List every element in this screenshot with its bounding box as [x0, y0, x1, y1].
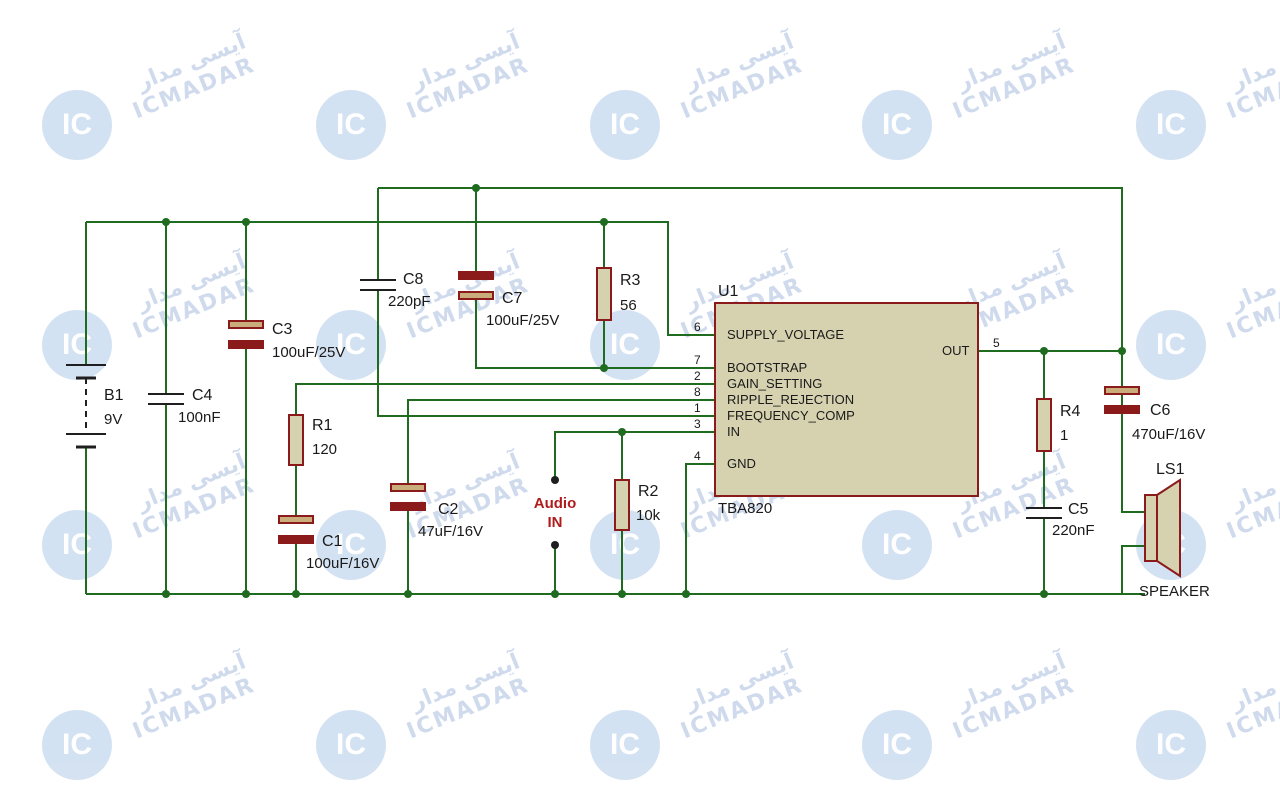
junction-dot [242, 218, 250, 226]
ic-part: TBA820 [718, 500, 772, 517]
c2-ref: C2 [438, 501, 459, 518]
c3-value: 100uF/25V [272, 344, 345, 361]
c3-ref: C3 [272, 321, 293, 338]
pin-num-gain: 2 [694, 369, 701, 383]
r4-ref: R4 [1060, 403, 1081, 420]
c6-value: 470uF/16V [1132, 426, 1205, 443]
pin-num-freq: 1 [694, 401, 701, 415]
junction-dot [472, 184, 480, 192]
pin-num-bootstrap: 7 [694, 353, 701, 367]
junctions [162, 184, 1126, 598]
c4-value: 100nF [178, 409, 221, 426]
schematic: B1 9V C4 100nF C3 100uF/25V C8 220pF C7 … [66, 184, 1210, 600]
pin-name-ripple: RIPPLE_REJECTION [727, 392, 854, 407]
c5-ref: C5 [1068, 501, 1089, 518]
resistor-r3 [596, 267, 612, 321]
junction-dot [1118, 347, 1126, 355]
audio-in-label-line2: IN [548, 514, 563, 531]
capacitor-c7 [458, 271, 494, 300]
junction-dot [618, 590, 626, 598]
resistor-r1 [288, 414, 304, 466]
capacitor-c1 [278, 515, 314, 544]
r1-ref: R1 [312, 417, 333, 434]
junction-dot [162, 218, 170, 226]
r4-value: 1 [1060, 427, 1068, 444]
ls1-value: SPEAKER [1139, 583, 1210, 600]
r2-value: 10k [636, 507, 661, 524]
c6-ref: C6 [1150, 402, 1171, 419]
ic-pins: 6 SUPPLY_VOLTAGE 7 BOOTSTRAP 2 GAIN_SETT… [694, 320, 1000, 471]
capacitor-c5 [1026, 507, 1062, 519]
capacitor-c8 [360, 279, 396, 291]
junction-dot [618, 428, 626, 436]
pin-name-freq: FREQUENCY_COMP [727, 408, 855, 423]
pin-name-supply: SUPPLY_VOLTAGE [727, 327, 844, 342]
gain-wire [295, 383, 715, 415]
pin-num-ripple: 8 [694, 385, 701, 399]
resistor-r2 [614, 479, 630, 531]
pin-name-gnd: GND [727, 456, 756, 471]
r3-value: 56 [620, 297, 637, 314]
c1-ref: C1 [322, 533, 343, 550]
c8-value: 220pF [388, 293, 431, 310]
pin-num-supply: 6 [694, 320, 701, 334]
pin-name-bootstrap: BOOTSTRAP [727, 360, 807, 375]
capacitor-c6 [1104, 386, 1140, 414]
ic-u1-body [714, 302, 979, 497]
capacitor-c4 [148, 393, 184, 405]
resistor-r4 [1036, 398, 1052, 452]
pin-name-in: IN [727, 424, 740, 439]
ic-ref: U1 [718, 283, 739, 300]
junction-dot [1040, 347, 1048, 355]
junction-dot [1040, 590, 1048, 598]
r3-ref: R3 [620, 272, 641, 289]
junction-dot [242, 590, 250, 598]
wires [85, 187, 1145, 595]
junction-dot [682, 590, 690, 598]
pin-name-gain: GAIN_SETTING [727, 376, 822, 391]
battery-b1 [66, 364, 106, 449]
pin-num-out: 5 [993, 336, 1000, 350]
junction-dot [551, 590, 559, 598]
ripple-wire [407, 399, 715, 484]
speaker-ls1-icon [1144, 478, 1181, 578]
c1-value: 100uF/16V [306, 555, 379, 572]
capacitor-c2 [390, 483, 426, 511]
pin-num-in: 3 [694, 417, 701, 431]
junction-dot [600, 218, 608, 226]
c7-bootstrap-wire [475, 298, 715, 369]
speaker-ground-wire [1121, 545, 1145, 594]
audio-in-label-line1: Audio [534, 495, 577, 512]
b1-value: 9V [104, 411, 122, 428]
c4-ref: C4 [192, 387, 213, 404]
junction-dot [292, 590, 300, 598]
junction-dot [162, 590, 170, 598]
b1-ref: B1 [104, 387, 124, 404]
c8-freq-wire [377, 290, 715, 417]
r1-value: 120 [312, 441, 337, 458]
junction-dot [404, 590, 412, 598]
c7-ref: C7 [502, 290, 523, 307]
pin-name-out: OUT [942, 343, 970, 358]
pin-num-gnd: 4 [694, 449, 701, 463]
c7-value: 100uF/25V [486, 312, 559, 329]
c5-value: 220nF [1052, 522, 1095, 539]
ls1-ref: LS1 [1156, 461, 1185, 478]
audio-in-terminal-top [551, 476, 559, 484]
c2-value: 47uF/16V [418, 523, 483, 540]
c8-ref: C8 [403, 271, 424, 288]
gnd-pin-wire [685, 463, 715, 594]
junction-dot [600, 364, 608, 372]
capacitor-c3 [228, 320, 264, 349]
input-wire [554, 431, 715, 480]
audio-in-terminal-bottom [551, 541, 559, 549]
r2-ref: R2 [638, 483, 659, 500]
